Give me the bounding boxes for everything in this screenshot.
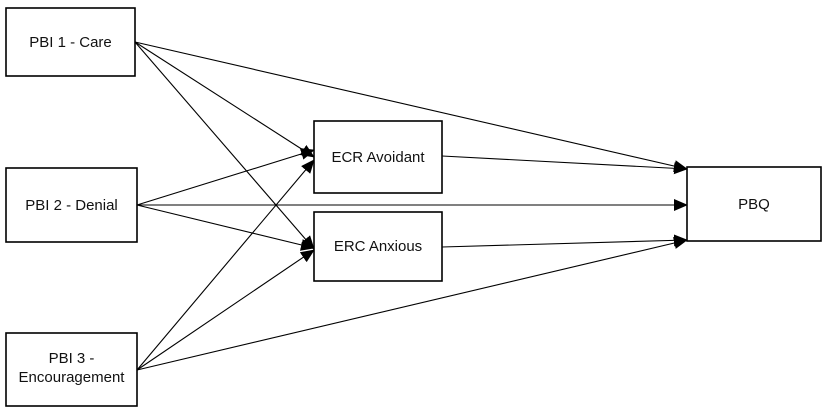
edges-layer	[134, 41, 688, 371]
node-pbi2-label: PBI 2 - Denial	[25, 197, 118, 214]
edge-pbi2-ecr-avoidant	[136, 148, 315, 206]
node-pbi3-label-line2: Encouragement	[19, 369, 126, 386]
node-pbq-label: PBQ	[738, 196, 770, 213]
edge-pbi3-erc-anxious	[136, 249, 315, 371]
edge-ecr-avoidant-pbq	[441, 155, 688, 175]
node-pbi3-box	[5, 332, 138, 407]
edge-pbi1-erc-anxious	[134, 41, 315, 250]
node-pbi1-label: PBI 1 - Care	[29, 34, 112, 51]
node-ecr-avoidant-box	[313, 120, 443, 194]
edge-pbi1-pbq	[134, 41, 688, 172]
node-erc-anxious: ERC Anxious	[313, 211, 443, 282]
nodes-layer: PBI 1 - Care PBI 2 - Denial PBI 3 - Enco…	[5, 7, 822, 407]
node-erc-anxious-box	[313, 211, 443, 282]
edge-erc-anxious-pbq	[441, 234, 688, 248]
node-ecr-avoidant-label: ECR Avoidant	[331, 149, 425, 166]
edge-pbi3-ecr-avoidant	[136, 159, 315, 371]
node-pbi1: PBI 1 - Care	[5, 7, 136, 77]
node-pbq-box	[686, 166, 822, 242]
node-ecr-avoidant: ECR Avoidant	[313, 120, 443, 194]
node-erc-anxious-label: ERC Anxious	[334, 238, 422, 255]
node-pbi2-box	[5, 167, 138, 243]
edge-pbi1-ecr-avoidant	[134, 41, 315, 158]
node-pbq: PBQ	[686, 166, 822, 242]
edge-pbi3-pbq	[136, 237, 688, 371]
node-pbi3: PBI 3 - Encouragement	[5, 332, 138, 407]
node-pbi1-box	[5, 7, 136, 77]
edge-pbi2-erc-anxious	[136, 204, 315, 251]
node-pbi3-label-line1: PBI 3 -	[49, 350, 95, 367]
node-pbi2: PBI 2 - Denial	[5, 167, 138, 243]
